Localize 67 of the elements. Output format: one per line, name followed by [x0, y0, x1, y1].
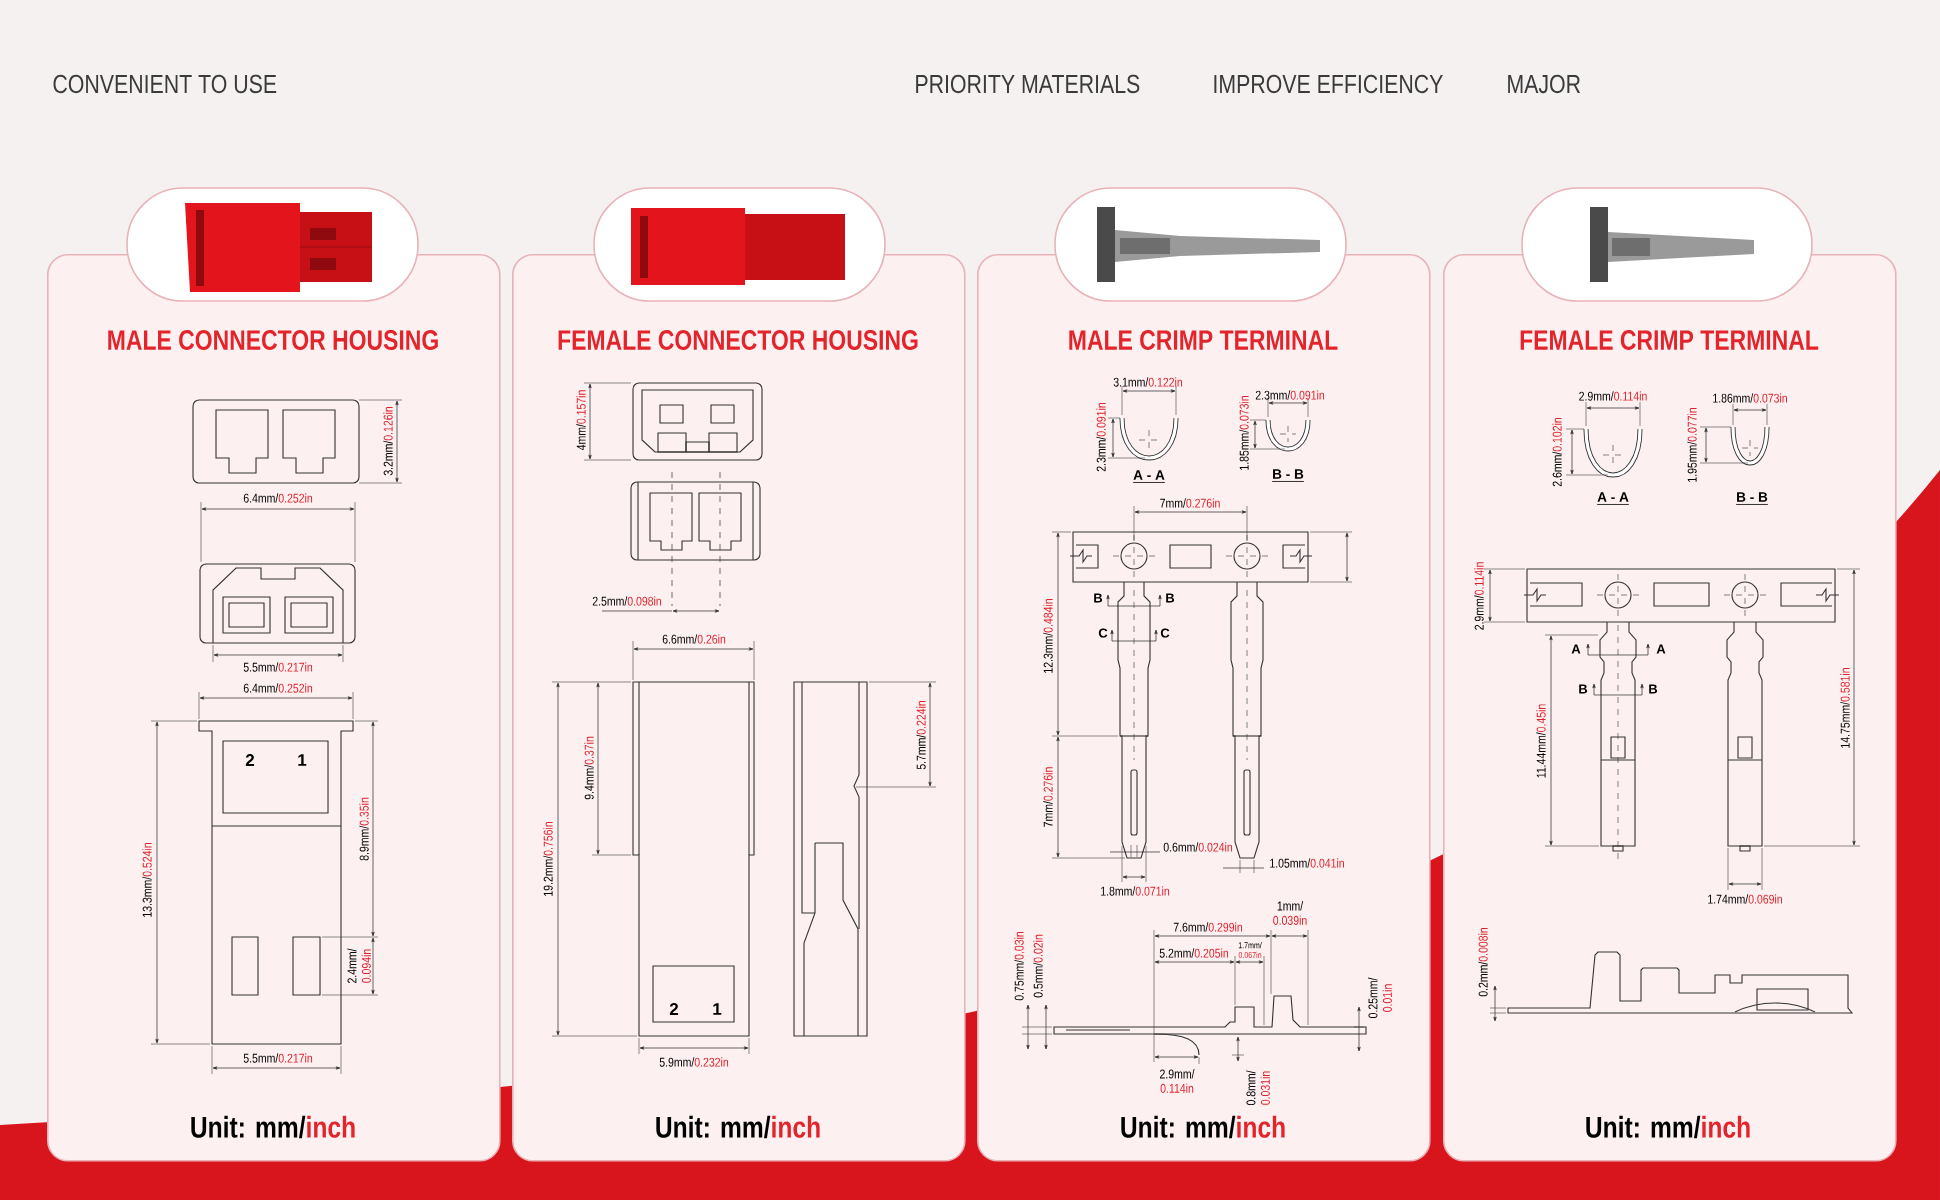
- dimension-label: 9.4mm/0.37in: [584, 736, 594, 800]
- dimension-label: 0.25mm/ 0.01in: [1368, 977, 1392, 1018]
- section-label: A - A: [1596, 492, 1630, 505]
- section-letter: B: [1579, 684, 1588, 694]
- unit-label: Unit: mm/inch: [1586, 1115, 1750, 1139]
- unit-label: Unit: mm/inch: [1121, 1115, 1285, 1139]
- dimension-label: 2.6mm/0.102in: [1552, 417, 1562, 487]
- dimension-label: 11.44mm/0.45in: [1536, 704, 1546, 778]
- dimension-label: 5.7mm/0.224in: [916, 700, 926, 770]
- section-letter: A: [1571, 644, 1581, 654]
- tagline: MAJOR: [1508, 74, 1581, 94]
- dimension-label: 19.2mm/0.756in: [543, 822, 553, 896]
- dimension-label: 5.2mm/0.205in: [1159, 948, 1229, 958]
- dimension-label: 2.5mm/0.098in: [592, 596, 662, 606]
- dimension-label: 7mm/0.276in: [1043, 767, 1053, 827]
- dimension-label: 2.4mm/ 0.094in: [347, 948, 371, 983]
- dimension-label: 4mm/0.157in: [576, 390, 586, 451]
- dimension-label: 13.3mm/0.524in: [142, 843, 152, 917]
- dimension-label: 1.7mm/ 0.067in: [1238, 941, 1262, 959]
- dimension-label: 0.8mm/ 0.031in: [1246, 1070, 1270, 1106]
- dimension-label: 1mm/ 0.039in: [1273, 901, 1307, 925]
- dimension-label: 6.4mm/0.252in: [243, 683, 313, 693]
- dimension-label: 5.5mm/0.217in: [243, 662, 313, 672]
- dimension-label: 6.6mm/0.26in: [662, 634, 726, 644]
- dimension-label: 2.9mm/0.114in: [1474, 562, 1484, 630]
- section-label: B - B: [1735, 492, 1769, 505]
- dimension-label: 1.74mm/0.069in: [1708, 894, 1782, 904]
- dimension-label: 5.9mm/0.232in: [659, 1057, 729, 1067]
- dimension-label: 14.75mm/0.581in: [1840, 668, 1850, 748]
- section-letter: B: [1649, 684, 1658, 694]
- section-letter: B: [1166, 593, 1175, 603]
- section-letter: A: [1656, 644, 1666, 654]
- pin-number: 1: [298, 754, 307, 766]
- dimension-label: 1.05mm/0.041in: [1270, 858, 1344, 868]
- dimension-label: 8.9mm/0.35in: [359, 797, 369, 861]
- dimension-label: 1.95mm/0.077in: [1687, 408, 1697, 482]
- dimension-label: 12.3mm/0.484in: [1043, 599, 1053, 673]
- tagline: IMPROVE EFFICIENCY: [1214, 74, 1443, 94]
- section-letter: B: [1094, 593, 1103, 603]
- dimension-label: 1.85mm/0.073in: [1239, 396, 1249, 470]
- dimension-label: 0.2mm/0.008in: [1478, 927, 1488, 997]
- dimension-label: 7.6mm/0.299in: [1173, 922, 1243, 932]
- section-letter: C: [1098, 628, 1108, 638]
- pin-number: 2: [245, 754, 255, 766]
- pin-number: 2: [669, 1003, 679, 1015]
- dimension-label: 0.75mm/0.03in: [1014, 931, 1024, 1001]
- dimension-label: 3.2mm/0.126in: [383, 406, 393, 476]
- dimension-label: 2.9mm/ 0.114in: [1160, 1069, 1195, 1093]
- dimension-label: 1.8mm/0.071in: [1101, 886, 1170, 896]
- dimension-label: 0.5mm/0.02in: [1033, 934, 1043, 998]
- pin-number: 1: [713, 1003, 722, 1015]
- dimension-label: 2.3mm/0.091in: [1096, 402, 1106, 472]
- dimension-label: 7mm/0.276in: [1160, 498, 1220, 508]
- dimension-label: 2.9mm/0.114in: [1579, 391, 1647, 401]
- dimension-label: 3.1mm/0.122in: [1113, 377, 1183, 387]
- dimension-label: 5.5mm/0.217in: [243, 1053, 313, 1063]
- dimension-label: 0.6mm/0.024in: [1163, 842, 1233, 852]
- dimension-label: 1.86mm/0.073in: [1713, 393, 1787, 403]
- section-label: B - B: [1271, 469, 1305, 482]
- dimension-label: 6.4mm/0.252in: [243, 493, 313, 503]
- section-label: A - A: [1132, 470, 1166, 483]
- tagline: PRIORITY MATERIALS: [916, 74, 1140, 94]
- dimension-label: 2.3mm/0.091in: [1255, 390, 1325, 400]
- unit-label: Unit: mm/inch: [191, 1115, 355, 1139]
- section-letter: C: [1160, 628, 1170, 638]
- tagline: CONVENIENT TO USE: [53, 74, 277, 94]
- unit-label: Unit: mm/inch: [656, 1115, 820, 1139]
